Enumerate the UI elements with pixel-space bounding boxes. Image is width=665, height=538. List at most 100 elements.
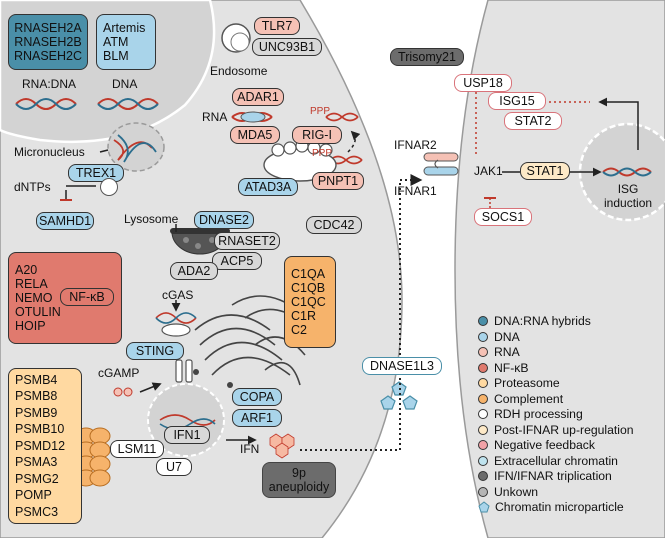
isg15-node: ISG15	[488, 92, 546, 110]
otulin-label: OTULIN	[15, 305, 61, 319]
legend-label: DNA:RNA hybrids	[494, 314, 591, 328]
tlr7-node: TLR7	[254, 17, 300, 35]
psmd12-label: PSMD12	[15, 438, 66, 453]
legend-label: Extracellular chromatin	[494, 453, 618, 468]
legend-label: IFN/IFNAR triplication	[494, 469, 612, 483]
legend-item: NF-κB	[478, 361, 529, 375]
rnaset2-node: RNASET2	[214, 232, 280, 250]
rna-label: RNA	[202, 110, 228, 124]
cgamp-label: cGAMP	[98, 366, 140, 380]
c1qb-label: C1QB	[291, 281, 326, 295]
legend-label: Unkown	[494, 484, 539, 499]
rnaseh2a-label: RNASEH2A	[14, 21, 82, 35]
ppp-top-label: PPP	[310, 106, 331, 117]
chromatin-microparticles	[380, 381, 418, 410]
socs1-node: SOCS1	[474, 208, 532, 226]
legend-dot-icon	[478, 424, 488, 435]
legend-label: RDH processing	[494, 407, 583, 421]
ifnar2-label: IFNAR2	[394, 138, 437, 152]
nemo-label: NEMO	[15, 291, 53, 305]
legend-dot-icon	[478, 316, 488, 326]
rnaseh2-group: RNASEH2A RNASEH2B RNASEH2C	[8, 14, 88, 70]
endosome-label: Endosome	[210, 64, 268, 78]
legend-item: RNA	[478, 345, 520, 359]
isg-label: ISG	[617, 182, 639, 196]
c1r-label: C1R	[291, 309, 317, 323]
legend-item: DNA:RNA hybrids	[478, 314, 591, 328]
legend-item: Chromatin microparticle	[478, 500, 624, 514]
legend-item: Extracellular chromatin	[478, 454, 618, 468]
psmb10-label: PSMB10	[15, 422, 65, 437]
stat2-node: STAT2	[504, 112, 562, 130]
dna-repair-group: Artemis ATM BLM	[96, 14, 156, 70]
u7-node: U7	[156, 458, 192, 476]
legend-label: Proteasome	[494, 376, 560, 390]
aneuploidy-label: aneuploidy	[268, 480, 330, 494]
trisomy21-node: Trisomy21	[390, 48, 464, 66]
psmb4-label: PSMB4	[15, 372, 58, 387]
legend-dot-icon	[478, 486, 488, 497]
ifnar1-label: IFNAR1	[394, 184, 437, 198]
a20-label: A20	[15, 263, 38, 277]
legend-item: IFN/IFNAR triplication	[478, 469, 612, 483]
legend-label: DNA	[494, 329, 520, 344]
legend-label: NF-κB	[494, 360, 529, 375]
rigi-node: RIG-I	[292, 126, 342, 144]
ppp-bottom-label: PPP	[312, 148, 333, 159]
c1qa-label: C1QA	[291, 267, 326, 281]
legend-dot-icon	[478, 393, 488, 404]
legend-item: RDH processing	[478, 407, 583, 421]
isg-induction-label: ISG induction	[604, 182, 652, 210]
rnaseh2c-label: RNASEH2C	[13, 49, 83, 63]
mda5-node: MDA5	[230, 126, 280, 144]
rnaseh2b-label: RNASEH2B	[14, 35, 82, 49]
copa-node: COPA	[232, 388, 282, 406]
ifnar-receptor	[423, 152, 459, 176]
ifn-molecules	[269, 433, 295, 459]
nfkb-node: NF-κB	[60, 288, 114, 306]
aneuploidy-9p-label: 9p	[292, 466, 306, 480]
legend-label: RNA	[494, 345, 520, 359]
legend-label: Post-IFNAR up-regulation	[494, 422, 634, 437]
legend-dot-icon	[478, 440, 488, 450]
legend-label: Negative feedback	[494, 438, 595, 452]
c1qc-label: C1QC	[291, 295, 326, 309]
legend-dot-icon	[478, 362, 488, 373]
lysosome-label: Lysosome	[124, 212, 179, 226]
samhd1-node: SAMHD1	[36, 212, 94, 230]
legend-item: Negative feedback	[478, 438, 595, 452]
legend-label: Complement	[494, 391, 564, 406]
lsm11-node: LSM11	[110, 440, 164, 458]
legend-item: Proteasome	[478, 376, 560, 390]
ada2-node: ADA2	[170, 262, 218, 280]
legend-item: DNA	[478, 330, 520, 344]
rna-dna-label: RNA:DNA	[22, 77, 77, 91]
usp18-node: USP18	[454, 74, 512, 92]
legend-dot-icon	[478, 471, 488, 481]
dnase2-node: DNASE2	[194, 211, 254, 229]
legend-item: Complement	[478, 392, 563, 406]
stat1-node: STAT1	[520, 162, 570, 180]
psmg2-label: PSMG2	[15, 471, 59, 486]
dnase1l3-node: DNASE1L3	[362, 357, 442, 375]
blm-label: BLM	[103, 49, 129, 63]
induction-label: induction	[604, 196, 653, 210]
cgas-label: cGAS	[162, 288, 194, 302]
artemis-label: Artemis	[103, 21, 146, 35]
psmb9-label: PSMB9	[15, 405, 58, 420]
acp5-node: ACP5	[212, 252, 262, 270]
c2-label: C2	[291, 323, 307, 337]
legend-dot-icon	[478, 378, 488, 388]
dna-label: DNA	[112, 77, 138, 91]
rela-label: RELA	[15, 277, 48, 291]
trex1-node: TREX1	[68, 164, 124, 182]
ifn1-node: IFN1	[164, 426, 210, 444]
adar1-node: ADAR1	[232, 88, 284, 106]
psmc3-label: PSMC3	[15, 504, 59, 519]
trex1-pacman-icon	[100, 178, 118, 196]
isg-nucleus	[578, 122, 665, 222]
complement-group: C1QA C1QB C1QC C1R C2	[284, 256, 336, 348]
ifn-label: IFN	[240, 442, 260, 456]
sting-node: STING	[126, 342, 184, 360]
dntps-label: dNTPs	[14, 180, 51, 194]
